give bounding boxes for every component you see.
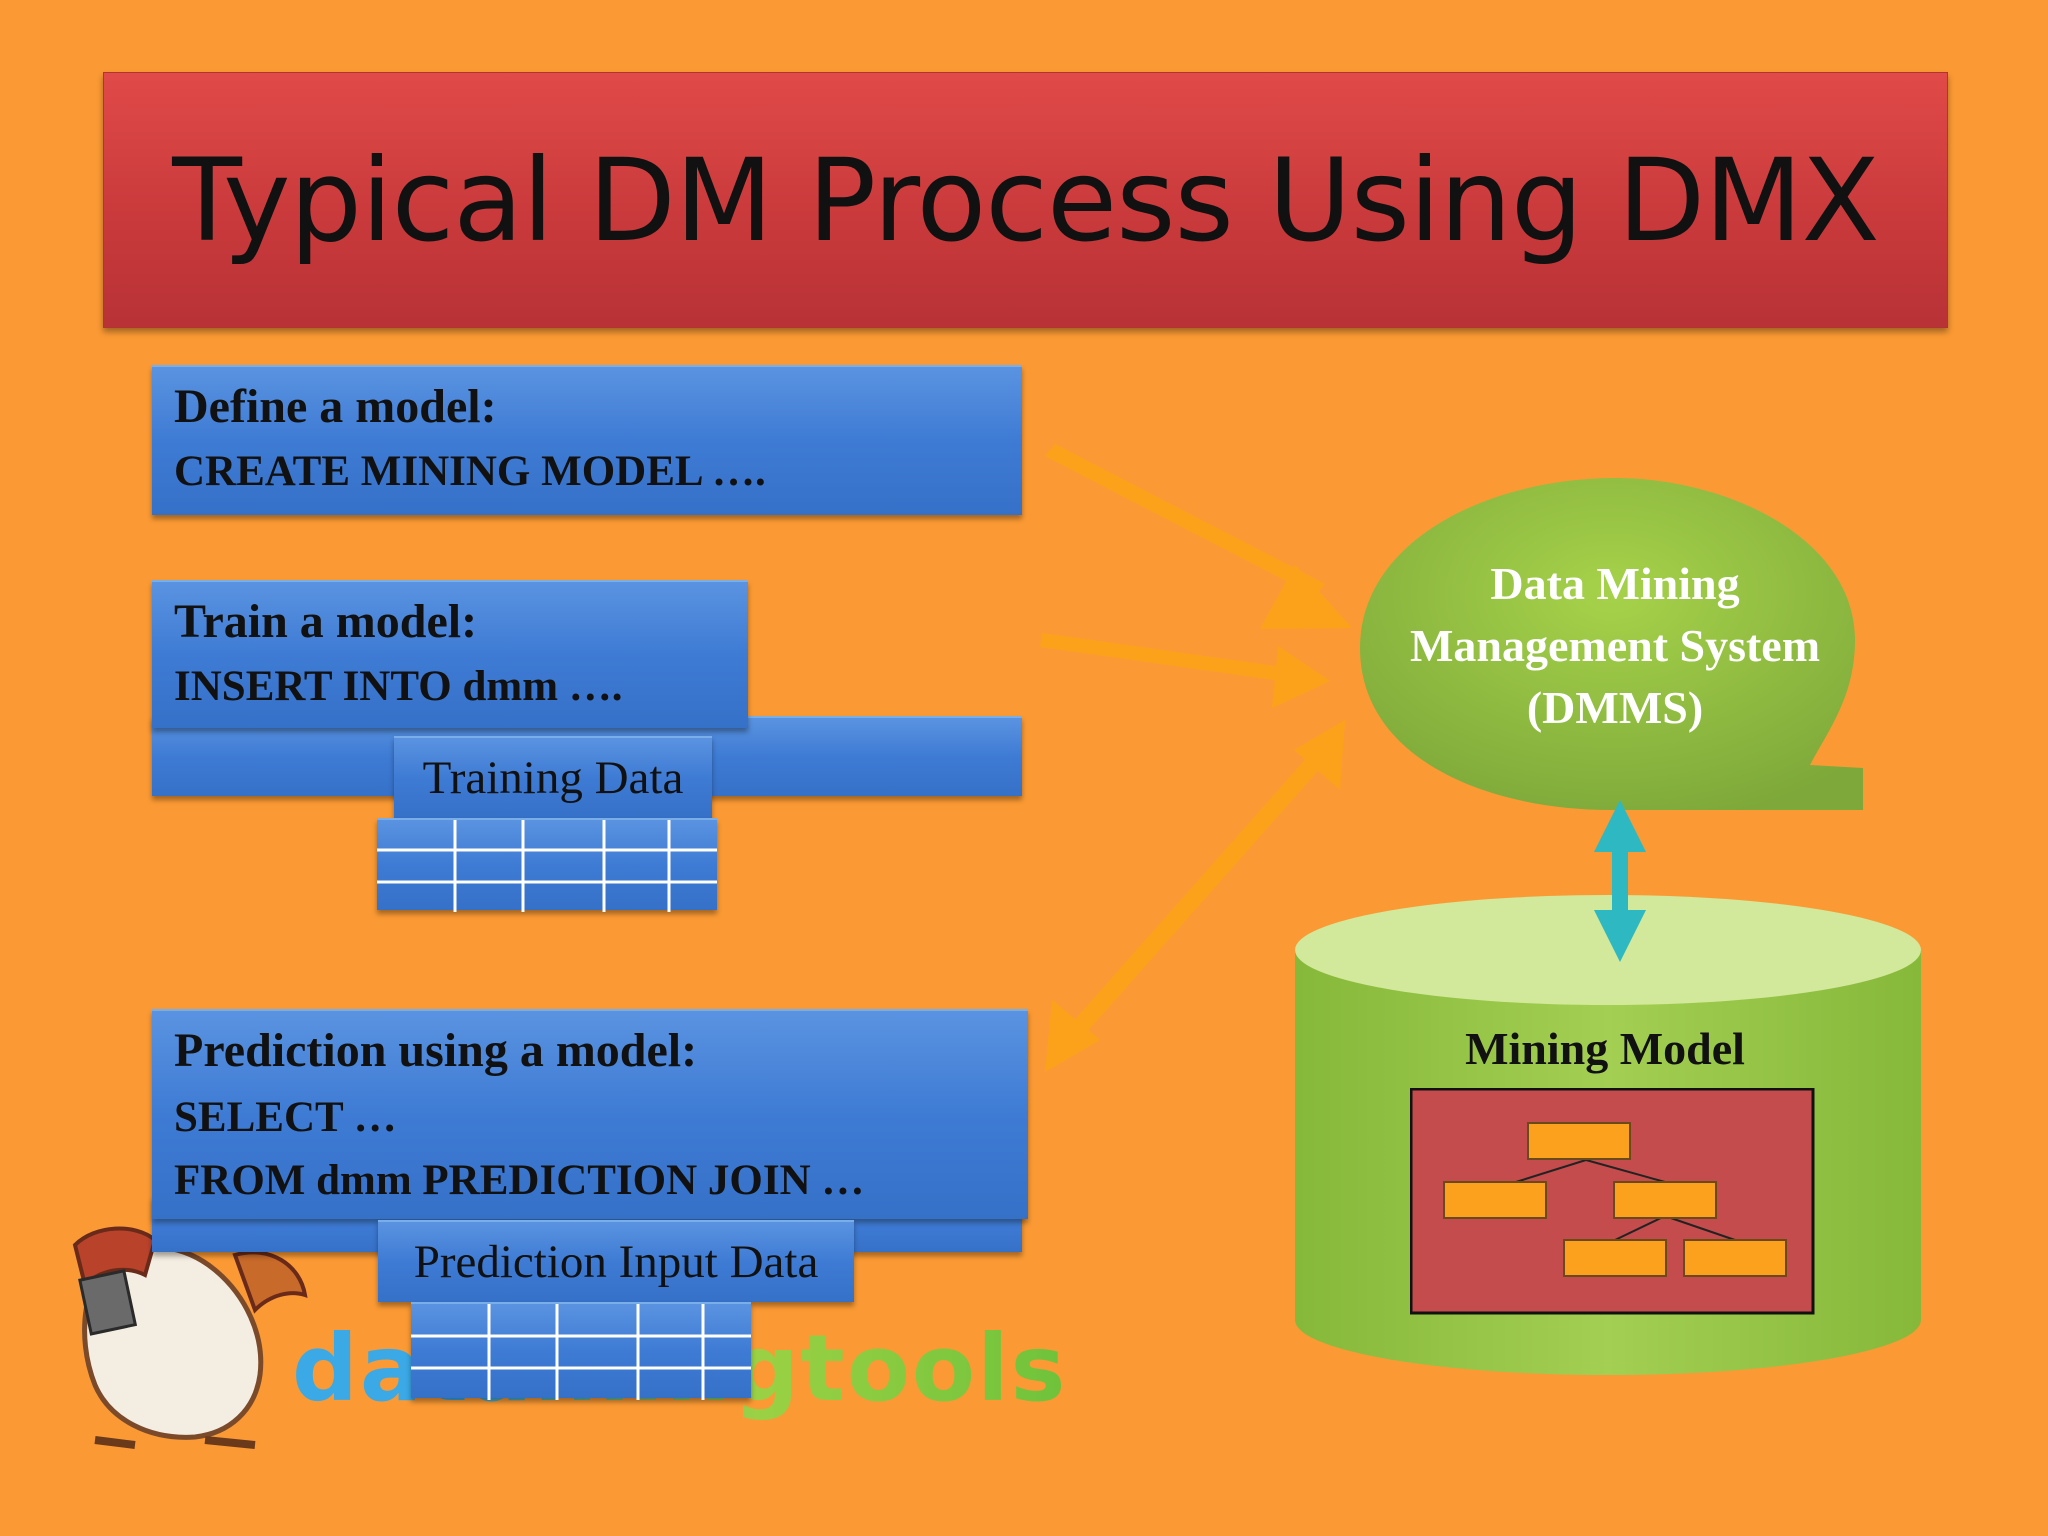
- train-model-box: Train a model: INSERT INTO dmm ….: [152, 580, 748, 728]
- model-tree-diagram: [1410, 1088, 1815, 1315]
- predict-code-select: SELECT …: [174, 1094, 397, 1141]
- teal-double-arrow: [1594, 800, 1646, 962]
- logo-bird-icon: [72, 1226, 308, 1449]
- tree-node-right: [1613, 1181, 1717, 1219]
- tree-node-right-left: [1563, 1239, 1667, 1277]
- predict-heading: Prediction using a model:: [174, 1024, 698, 1077]
- dmms-label: Data Mining Management System (DMMS): [1370, 553, 1860, 739]
- predict-model-box: Prediction using a model: SELECT … FROM …: [152, 1009, 1028, 1219]
- define-arrow: [1045, 444, 1325, 596]
- train-arrow: [1040, 633, 1290, 682]
- slide-title: Typical DM Process Using DMX: [172, 133, 1879, 267]
- title-bar: Typical DM Process Using DMX: [103, 72, 1948, 328]
- define-heading: Define a model:: [174, 380, 497, 433]
- train-code: INSERT INTO dmm ….: [174, 663, 623, 710]
- define-arrow-head: [1260, 565, 1352, 629]
- dmms-line-3: (DMMS): [1526, 682, 1704, 733]
- prediction-input-label: Prediction Input Data: [378, 1220, 854, 1302]
- tree-node-root: [1527, 1122, 1631, 1160]
- dmms-line-2: Management System: [1409, 620, 1821, 671]
- train-arrow-head: [1272, 646, 1330, 708]
- dmms-bubble: [1360, 478, 1863, 810]
- tree-node-right-right: [1683, 1239, 1787, 1277]
- predict-arrow-head-bottom: [1045, 1000, 1100, 1072]
- define-code: CREATE MINING MODEL ….: [174, 448, 766, 495]
- predict-arrow: [1064, 745, 1332, 1042]
- predict-code-from: FROM dmm PREDICTION JOIN …: [174, 1157, 865, 1204]
- training-data-table: [377, 818, 717, 912]
- define-model-box: Define a model: CREATE MINING MODEL ….: [152, 365, 1022, 515]
- prediction-data-table: [411, 1302, 751, 1400]
- predict-arrow-head-top: [1294, 720, 1345, 790]
- training-data-label: Training Data: [394, 736, 712, 818]
- train-heading: Train a model:: [174, 595, 478, 648]
- mining-model-label: Mining Model: [1465, 1023, 1745, 1074]
- tree-node-left: [1443, 1181, 1547, 1219]
- dmms-line-1: Data Mining: [1490, 558, 1740, 609]
